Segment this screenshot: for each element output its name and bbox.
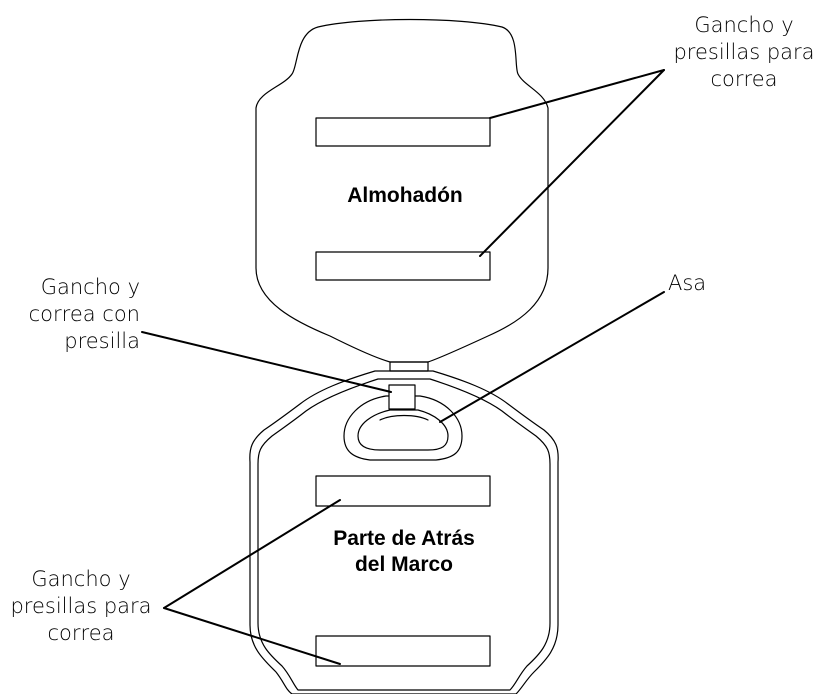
leader-top-right-a	[489, 69, 665, 119]
leader-top-right-b	[479, 69, 665, 257]
handle-outer	[343, 395, 463, 461]
handle-inner	[357, 409, 449, 451]
handle-ridge	[379, 414, 429, 421]
frame-strap-top	[315, 475, 491, 507]
label-hook-loops-bottom: Gancho y presillas para correa	[10, 567, 152, 645]
leader-handle	[439, 291, 665, 423]
cushion-outline	[255, 18, 549, 363]
connector-strip	[389, 361, 429, 372]
frame-strap-bottom	[315, 635, 491, 667]
frame-back-outer	[249, 370, 559, 694]
label-hook-strap-loop: Gancho y correa con presilla	[28, 275, 140, 353]
leader-left-middle	[141, 331, 392, 393]
cushion-strap-bottom	[315, 251, 491, 281]
cushion-title: Almohadón	[347, 184, 463, 207]
frame-back-title: Parte de Atrás del Marco	[333, 527, 475, 576]
leader-bottom-left-b	[163, 607, 341, 665]
label-hook-loops-top: Gancho y presillas para correa	[673, 13, 815, 91]
cushion-strap-top	[315, 117, 491, 147]
leader-bottom-left-a	[163, 499, 341, 609]
frame-back-inner	[257, 378, 551, 691]
hook-loop-box	[388, 384, 416, 410]
label-handle: Asa	[668, 271, 707, 295]
